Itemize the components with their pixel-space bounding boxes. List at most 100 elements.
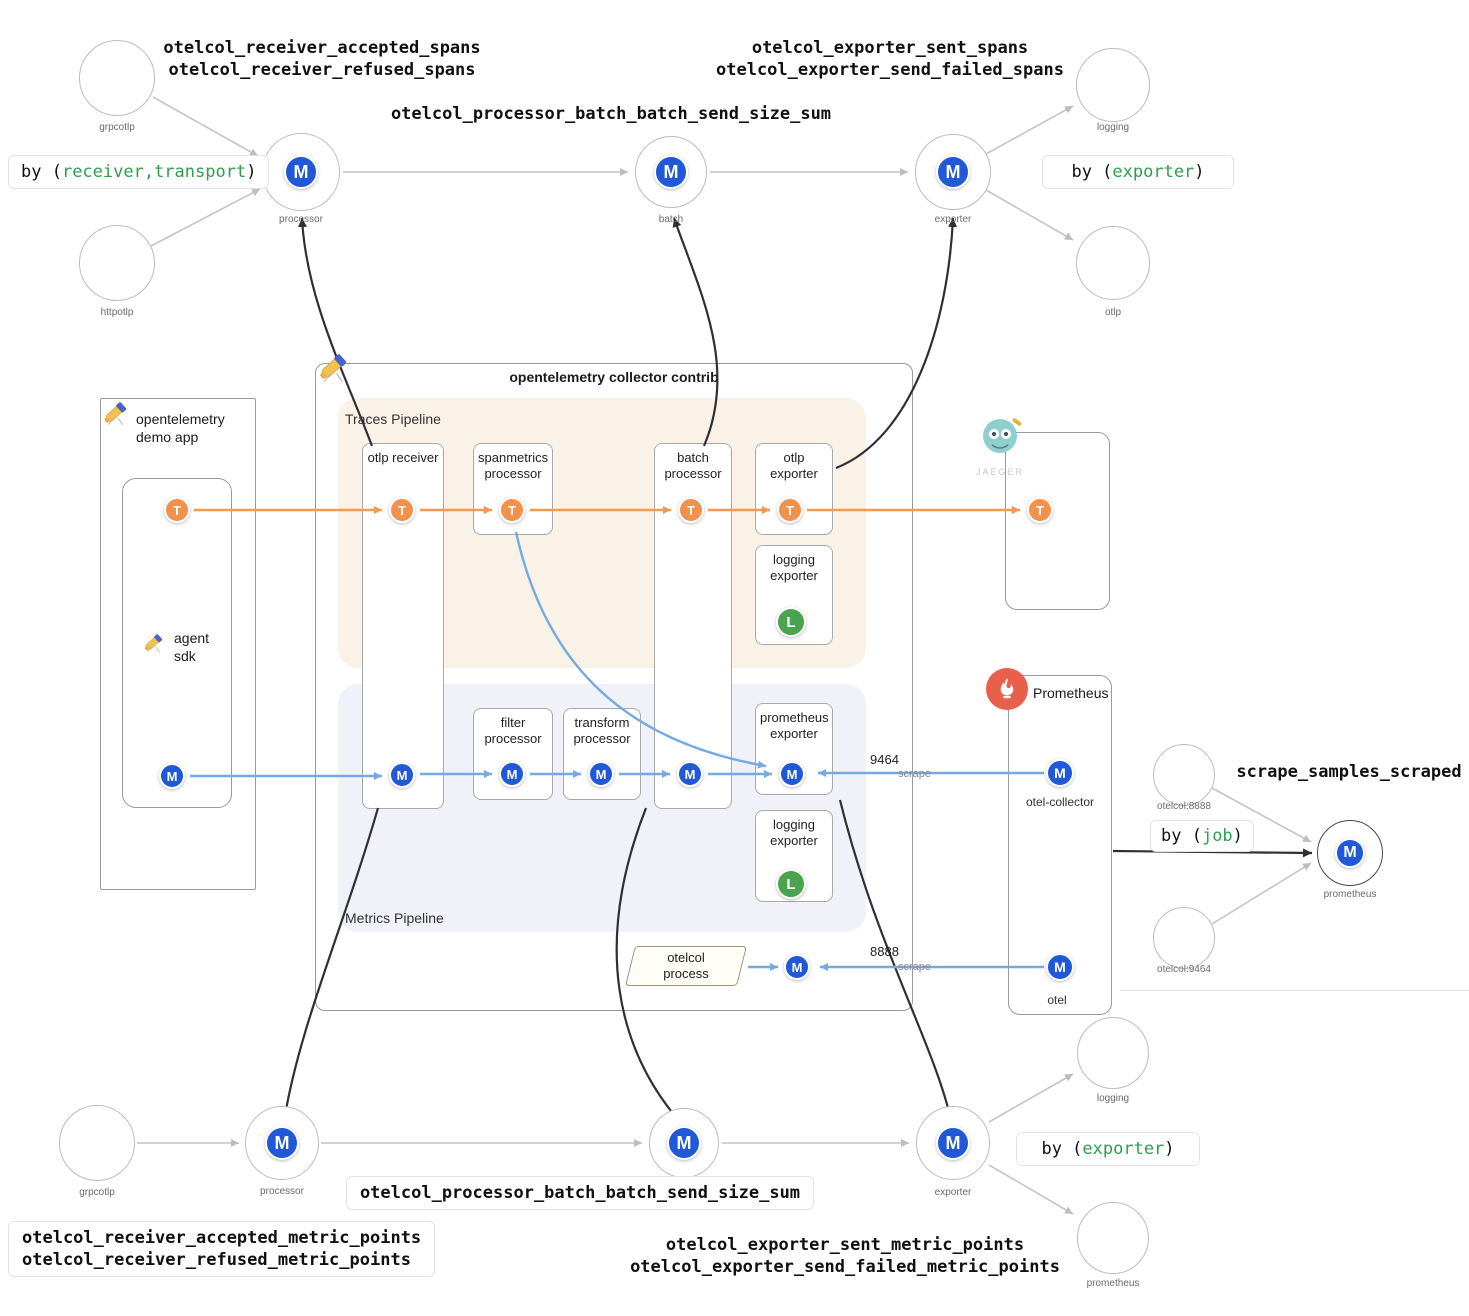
m-badge-otlp-receiver: M: [389, 762, 415, 788]
logging-node-top: [1076, 48, 1150, 122]
separator-line: [1120, 990, 1469, 991]
prometheus-title: Prometheus: [1033, 685, 1109, 701]
l-badge-logging-traces: L: [776, 607, 806, 637]
prometheus-box: [1008, 675, 1112, 1015]
m-badge: M: [284, 155, 318, 189]
prometheus-caption-bottom: prometheus: [1086, 1278, 1140, 1289]
by-receiver-transport-label: by (receiver,transport): [8, 155, 270, 189]
telescope-icon: [101, 397, 131, 432]
demo-app-title: opentelemetry demo app: [136, 411, 225, 445]
metric-line: otelcol_exporter_send_failed_metric_poin…: [630, 1257, 1060, 1277]
metric-line: otelcol_exporter_sent_spans: [751, 38, 1029, 58]
by-exporter-label-top: by (exporter): [1042, 155, 1234, 189]
m-badge-otelcol-process: M: [784, 954, 810, 980]
m-badge: M: [265, 1126, 299, 1160]
m-badge-demo-app: M: [159, 763, 185, 789]
batch-caption-top: batch: [658, 214, 684, 225]
m-badge-batch-processor: M: [677, 761, 703, 787]
processor-caption-top: processor: [279, 214, 323, 225]
metric-line: otelcol_exporter_sent_metric_points: [665, 1235, 1025, 1255]
otelcol-8888-caption: otelcol:8888: [1157, 801, 1211, 812]
prometheus-node-caption: prometheus: [1323, 889, 1377, 900]
m-badge: M: [1335, 838, 1365, 868]
scrape-8888-label: scrape: [898, 961, 932, 973]
batch-metric-label-top: otelcol_processor_batch_batch_send_size_…: [390, 104, 832, 124]
prometheus-exporter-box: prometheus exporter: [755, 703, 833, 795]
m-badge-prometheus-exporter: M: [779, 761, 805, 787]
grpcotlp-caption-top: grpcotlp: [99, 122, 135, 133]
m-badge-transform: M: [588, 761, 614, 787]
scrape-samples-scraped-label: scrape_samples_scraped: [1236, 762, 1462, 782]
logging-caption-bottom: logging: [1096, 1093, 1130, 1104]
by-suffix: ): [1164, 1139, 1175, 1159]
by-keyword: receiver,transport: [61, 162, 247, 182]
t-badge-jaeger: T: [1027, 497, 1053, 523]
logging-exporter-metrics-label: logging exporter: [770, 817, 818, 848]
processor-metric-node-top: M: [262, 133, 340, 211]
by-job-label: by (job): [1150, 820, 1254, 852]
batch-metric-node-bottom: M: [649, 1108, 719, 1178]
processor-metric-node-bottom: M: [245, 1106, 319, 1180]
by-keyword: job: [1201, 826, 1233, 846]
otlp-receiver-label: otlp receiver: [367, 450, 439, 465]
otlp-node-top: [1076, 226, 1150, 300]
m-badge-filter: M: [499, 761, 525, 787]
agent-sdk-label: agent sdk: [174, 630, 210, 664]
batch-metric-node-top: M: [635, 136, 707, 208]
jaeger-caption: JAEGER: [975, 467, 1024, 477]
httpotlp-caption-top: httpotlp: [100, 307, 134, 318]
by-prefix: by (: [1041, 1139, 1083, 1159]
t-badge-otlp-receiver: T: [389, 497, 415, 523]
prometheus-metric-node: M: [1317, 820, 1383, 886]
metric-line: otelcol_receiver_accepted_spans: [163, 38, 481, 58]
t-badge-otlp-exporter: T: [777, 497, 803, 523]
m-badge: M: [936, 155, 970, 189]
m-badge-otel: M: [1046, 953, 1074, 981]
jaeger-logo: JAEGER: [968, 412, 1032, 477]
m-badge: M: [654, 155, 688, 189]
m-badge: M: [667, 1126, 701, 1160]
otlp-caption-top: otlp: [1104, 307, 1122, 318]
telescope-icon: [316, 348, 352, 389]
otel-collector-caption: otel-collector: [1025, 795, 1095, 809]
otlp-exporter-label: otlp exporter: [770, 450, 818, 481]
agent-sdk-box: [122, 478, 232, 808]
by-prefix: by (: [21, 162, 62, 182]
batch-metric-label-bottom: otelcol_processor_batch_batch_send_size_…: [345, 1176, 815, 1210]
t-badge-batch-processor: T: [678, 497, 704, 523]
prometheus-logo: [986, 668, 1028, 710]
grpcotlp-node-bottom: [59, 1105, 135, 1181]
logging-node-bottom: [1077, 1017, 1149, 1089]
processor-caption-bottom: processor: [260, 1186, 304, 1197]
httpotlp-node-top: [79, 225, 155, 301]
t-badge-demo-app: T: [164, 497, 190, 523]
by-keyword: exporter: [1112, 162, 1195, 182]
metric-line: otelcol_exporter_send_failed_spans: [716, 60, 1064, 80]
port-9464-label: 9464: [870, 752, 899, 767]
logging-exporter-traces-label: logging exporter: [770, 552, 818, 583]
port-8888-label: 8888: [870, 944, 899, 959]
prometheus-node-bottom: [1077, 1202, 1149, 1274]
grpcotlp-node-top: [79, 40, 155, 116]
metric-line: otelcol_receiver_accepted_metric_points: [22, 1228, 422, 1248]
otel-caption: otel: [1047, 993, 1067, 1007]
by-keyword: exporter: [1082, 1139, 1165, 1159]
otelcol-9464-caption: otelcol:9464: [1157, 964, 1211, 975]
exporter-caption-top: exporter: [934, 214, 972, 225]
prometheus-exporter-label: prometheus exporter: [760, 710, 829, 741]
t-badge-spanmetrics: T: [499, 497, 525, 523]
m-badge: M: [936, 1126, 970, 1160]
l-badge-logging-metrics: L: [776, 869, 806, 899]
metric-line: otelcol_receiver_refused_metric_points: [22, 1250, 411, 1270]
by-suffix: ): [1232, 826, 1243, 846]
spanmetrics-processor-label: spanmetrics processor: [478, 450, 549, 481]
exporter-spans-metrics-label: otelcol_exporter_sent_spans otelcol_expo…: [716, 37, 1064, 81]
logging-caption-top: logging: [1096, 122, 1130, 133]
metric-line: otelcol_receiver_refused_spans: [168, 60, 476, 80]
telescope-icon: [142, 630, 166, 659]
otelcol-9464-node: [1153, 907, 1215, 969]
jaeger-box: [1005, 432, 1110, 610]
by-suffix: ): [246, 162, 257, 182]
exporter-metric-points-label: otelcol_exporter_sent_metric_points otel…: [630, 1234, 1060, 1278]
